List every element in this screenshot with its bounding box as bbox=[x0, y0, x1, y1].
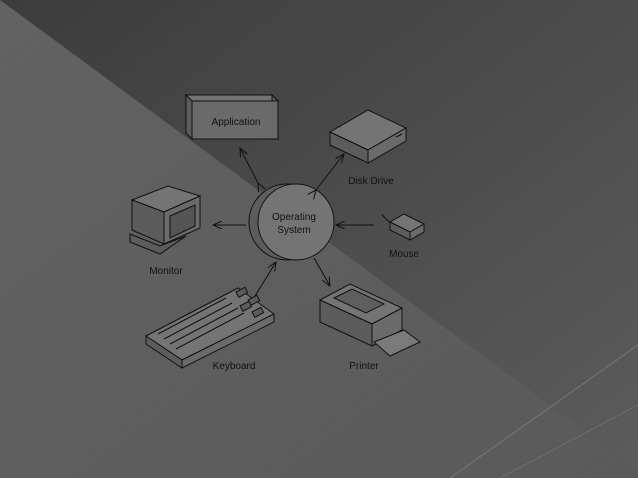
mouse-label: Mouse bbox=[389, 249, 419, 260]
application-connector bbox=[240, 148, 258, 183]
monitor-label: Monitor bbox=[149, 266, 183, 277]
keyboard-label: Keyboard bbox=[213, 361, 256, 372]
background-accent-line-2 bbox=[499, 404, 638, 478]
application-label: Application bbox=[212, 117, 261, 128]
operating-system-label-line1: Operating bbox=[272, 212, 316, 223]
application-node: Application bbox=[184, 93, 280, 141]
printer-node: Printer bbox=[318, 283, 421, 372]
monitor-node: Monitor bbox=[129, 185, 202, 277]
operating-system-node: Operating System bbox=[248, 183, 335, 261]
background-accent-line bbox=[449, 344, 638, 478]
connectors bbox=[213, 148, 374, 297]
disk-drive-connector bbox=[316, 154, 344, 190]
operating-system-label-line2: System bbox=[277, 225, 310, 236]
keyboard-connector bbox=[254, 262, 276, 297]
printer-label: Printer bbox=[349, 361, 379, 372]
disk-drive-label: Disk Drive bbox=[348, 176, 394, 187]
printer-connector bbox=[313, 257, 330, 286]
keyboard-node: Keyboard bbox=[145, 286, 275, 372]
disk-drive-node: Disk Drive bbox=[328, 109, 408, 187]
mouse-node: Mouse bbox=[381, 213, 426, 260]
